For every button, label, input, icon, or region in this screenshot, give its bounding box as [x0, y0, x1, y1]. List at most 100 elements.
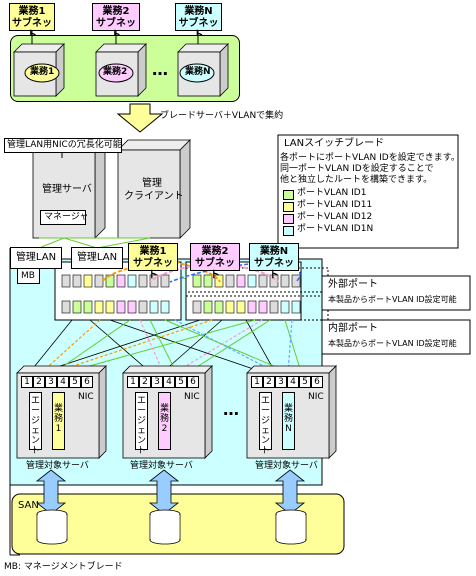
- switch-port-cell: [269, 300, 279, 314]
- switch-port-cell: [61, 300, 71, 314]
- admin-server-label: 管理サーバ: [42, 184, 92, 195]
- legend-desc-3: 他と独立したルートを構築できます。: [280, 175, 433, 185]
- app-ellipse-n: [179, 63, 215, 83]
- blade-port-5: 5: [299, 376, 311, 388]
- admin-client-cube: [117, 139, 191, 239]
- switch-port-cell: [258, 300, 268, 314]
- disk-1: [36, 509, 68, 545]
- blade-2-nic: NIC: [184, 392, 200, 402]
- manager-label: マネージャ: [44, 212, 89, 222]
- blade-port-2: 2: [139, 376, 151, 388]
- mid-subnet-1-name: 業務1: [139, 246, 167, 257]
- switch-port-cell: [94, 274, 104, 288]
- switch-port-cell: [225, 300, 235, 314]
- blade-2-caption: 管理対象サーバ: [130, 461, 193, 471]
- mid-subnet-1-sub: サブネット: [133, 258, 173, 281]
- blade-port-2: 2: [33, 376, 45, 388]
- blade-port-3: 3: [151, 376, 163, 388]
- blade-port-3: 3: [45, 376, 57, 388]
- disk-2: [149, 509, 181, 545]
- legend-swatch-4: [283, 226, 294, 236]
- external-port-box: [321, 275, 471, 311]
- consolidation-arrow: [116, 103, 164, 133]
- legend-swatch-3: [283, 214, 294, 224]
- switch-port-cell: [83, 274, 93, 288]
- external-port-title: 外部ポート: [328, 279, 378, 290]
- san-label: SAN: [18, 500, 39, 511]
- top-subnet-n: 業務N サブネット: [175, 3, 222, 41]
- legend-title: LANスイッチブレード: [284, 138, 385, 149]
- switch-port-cell: [127, 274, 137, 288]
- admin-lan-2: 管理LAN: [71, 247, 123, 269]
- legend-box: [277, 134, 459, 249]
- blade-n-caption: 管理対象サーバ: [255, 461, 318, 471]
- blade-n-agent-box: [259, 392, 272, 450]
- manager-box: マネージャ: [40, 210, 89, 225]
- external-port-desc: 本製品からポートVLAN ID設定可能: [328, 295, 457, 304]
- switch-port-cell: [105, 300, 115, 314]
- switch-port-cell: [192, 274, 202, 288]
- arrow-caption: ブレードサーバ＋VLANで集約: [160, 111, 284, 121]
- switch-port-cell: [83, 300, 93, 314]
- top-subnet-2-name: 業務2: [102, 6, 130, 17]
- switch-port-cell: [236, 274, 246, 288]
- mid-subnet-2-sub: サブネット: [195, 258, 235, 281]
- mid-subnet-2: 業務2 サブネット: [190, 243, 240, 281]
- blade-port-4: 4: [163, 376, 175, 388]
- switch-port-cell: [203, 300, 213, 314]
- switch-port-cell: [214, 300, 224, 314]
- internal-port-title: 内部ポート: [328, 323, 378, 334]
- blade-port-2: 2: [263, 376, 275, 388]
- blade-port-1: 1: [251, 376, 263, 388]
- switch-port-cell: [72, 274, 82, 288]
- switch-port-cell: [116, 274, 126, 288]
- blade-n-app-box: [282, 392, 295, 450]
- admin-nic-note-text: 管理LAN用NICの冗長化可能: [7, 140, 122, 150]
- switch-port-cell: [291, 274, 301, 288]
- legend-desc-1: 各ポートにポートVLAN IDを設定できます。: [280, 153, 460, 163]
- admin-lan-1: 管理LAN: [10, 247, 62, 269]
- legend-item-2: ポートVLAN ID11: [297, 200, 373, 210]
- legend-item-3: ポートVLAN ID12: [297, 212, 373, 222]
- mid-subnet-n-name: 業務N: [259, 246, 289, 257]
- blade-1-caption: 管理対象サーバ: [26, 461, 89, 471]
- blade-1-nic: NIC: [78, 392, 94, 402]
- switch-port-cell: [192, 300, 202, 314]
- switch-port-cell: [280, 274, 290, 288]
- top-subnet-2: 業務2 サブネット: [92, 3, 140, 41]
- disk-n: [275, 509, 307, 545]
- blade-2-app-box: [158, 392, 171, 450]
- switch-port-cell: [236, 300, 246, 314]
- blade-2-agent: エージェント: [136, 396, 146, 456]
- legend-item-1: ポートVLAN ID1: [297, 188, 367, 198]
- switch-port-cell: [225, 274, 235, 288]
- admin-client-label-2: クライアント: [124, 191, 184, 202]
- switch-port-cell: [280, 300, 290, 314]
- switch-port-cell: [116, 300, 126, 314]
- blade-port-6: 6: [311, 376, 323, 388]
- top-ellipsis: …: [152, 60, 168, 79]
- blade-port-1: 1: [127, 376, 139, 388]
- app-label-2: 業務2: [103, 67, 128, 77]
- switch-port-cell: [247, 300, 257, 314]
- legend-swatch-2: [283, 202, 294, 212]
- legend-desc-2: 同一ポートVLAN IDを設定することで: [280, 164, 434, 174]
- switch-port-cell: [72, 300, 82, 314]
- blade-1-agent-box: [29, 392, 42, 450]
- blade-n-nic: NIC: [308, 392, 324, 402]
- switch-port-cell: [149, 300, 159, 314]
- app-ellipse-2: [98, 63, 134, 83]
- switch-port-cell: [61, 274, 71, 288]
- switch-port-cell: [258, 274, 268, 288]
- blade-2-agent-box: [135, 392, 148, 450]
- blade-port-3: 3: [275, 376, 287, 388]
- top-subnet-1-name: 業務1: [18, 6, 46, 17]
- mid-subnet-1: 業務1 サブネット: [128, 243, 178, 281]
- legend-swatch-1: [283, 190, 294, 200]
- blade-n-agent: エージェント: [260, 396, 270, 456]
- switch-port-cell: [138, 274, 148, 288]
- switch-port-cell: [160, 300, 170, 314]
- blade-port-4: 4: [287, 376, 299, 388]
